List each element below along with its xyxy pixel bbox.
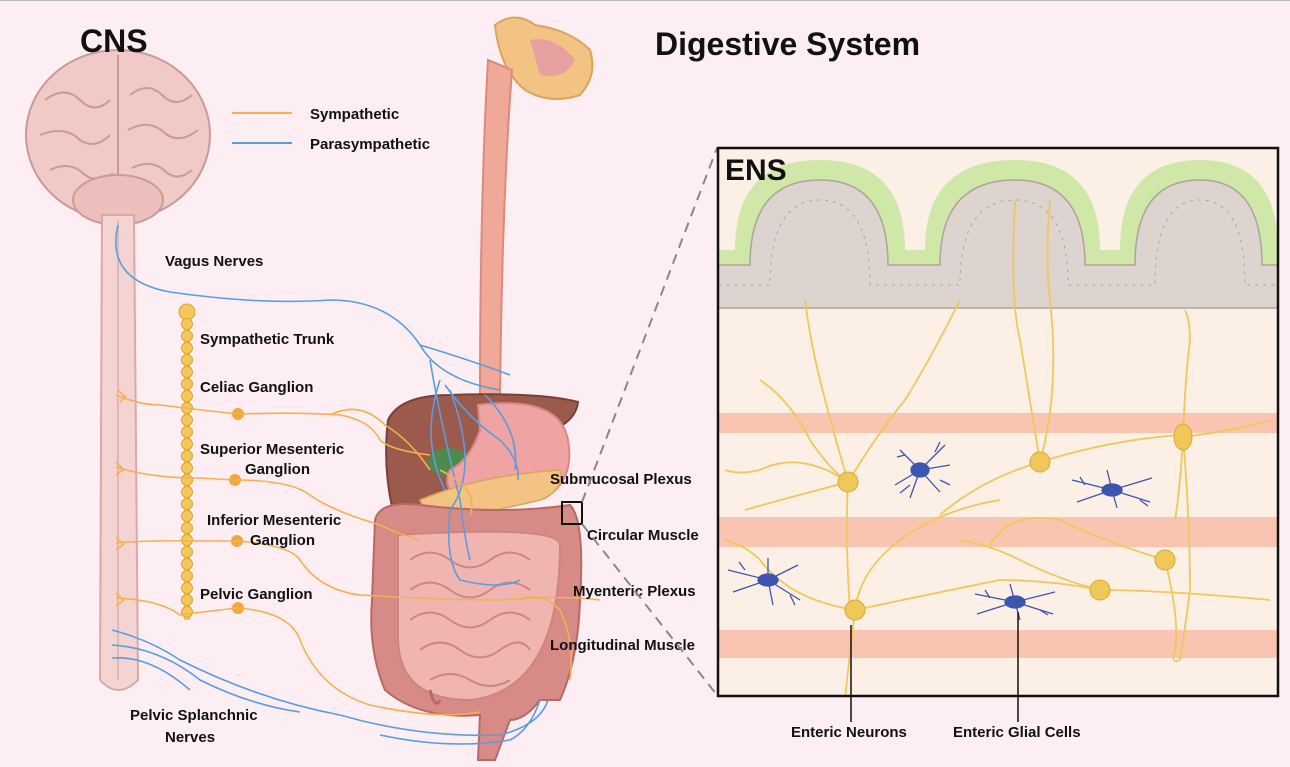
trunk-bead: [182, 379, 193, 390]
superior-mesenteric-label-line1: Superior Mesenteric: [200, 441, 344, 458]
enteric-neuron-5: [1090, 580, 1110, 600]
inferior-mesenteric-label-line1: Inferior Mesenteric: [207, 512, 341, 529]
enteric-neurons-label: Enteric Neurons: [791, 724, 907, 741]
enteric-glial-cells-label: Enteric Glial Cells: [953, 724, 1081, 741]
enteric-neuron-6: [845, 600, 865, 620]
spinal-cord-illustration: [100, 215, 138, 690]
digestive-system-title: Digestive System: [655, 26, 920, 62]
superior-mesenteric-label-line2: Ganglion: [245, 461, 310, 478]
trunk-bead: [179, 304, 195, 320]
trunk-bead: [182, 439, 193, 450]
trunk-bead: [182, 319, 193, 330]
legend-sympathetic-label: Sympathetic: [310, 106, 399, 123]
ens-title: ENS: [725, 154, 787, 187]
pelvic-ganglion-label: Pelvic Ganglion: [200, 586, 313, 603]
trunk-bead: [182, 427, 193, 438]
trunk-bead: [182, 607, 193, 618]
epithelium-layer: [718, 180, 1278, 308]
enteric-neuron-2: [1030, 452, 1050, 472]
sympathetic-trunk-label: Sympathetic Trunk: [200, 331, 335, 348]
circular-muscle-band-1: [718, 413, 1278, 433]
enteric-neuron-1: [838, 472, 858, 492]
cns-title: CNS: [80, 23, 148, 59]
vagus-nerves-label: Vagus Nerves: [165, 253, 263, 270]
trunk-bead: [182, 487, 193, 498]
trunk-bead: [182, 499, 193, 510]
trunk-bead: [182, 547, 193, 558]
circular-muscle-band-2: [718, 517, 1278, 547]
submucosal-plexus-label: Submucosal Plexus: [550, 471, 692, 488]
trunk-bead: [182, 463, 193, 474]
circular-muscle-label: Circular Muscle: [587, 527, 699, 544]
enteric-neuron-4: [1155, 550, 1175, 570]
enteric-neuron-3: [1174, 424, 1192, 450]
trunk-bead: [182, 571, 193, 582]
legend-parasympathetic-label: Parasympathetic: [310, 136, 430, 153]
pelvic-splanchnic-label-line2: Nerves: [165, 729, 215, 746]
trunk-bead: [182, 355, 193, 366]
trunk-bead: [182, 475, 193, 486]
longitudinal-muscle-label: Longitudinal Muscle: [550, 637, 695, 654]
trunk-bead: [182, 511, 193, 522]
trunk-bead: [182, 595, 193, 606]
trunk-bead: [182, 391, 193, 402]
trunk-bead: [182, 367, 193, 378]
ens-panel: ENS: [718, 148, 1278, 722]
trunk-bead: [182, 451, 193, 462]
trunk-bead: [182, 583, 193, 594]
inferior-mesenteric-label-line2: Ganglion: [250, 532, 315, 549]
trunk-bead: [182, 523, 193, 534]
trunk-bead: [182, 415, 193, 426]
trunk-bead: [182, 343, 193, 354]
celiac-ganglion-label: Celiac Ganglion: [200, 379, 313, 396]
longitudinal-muscle-band: [718, 630, 1278, 658]
pelvic-splanchnic-label-line1: Pelvic Splanchnic: [130, 707, 258, 724]
trunk-bead: [182, 331, 193, 342]
trunk-bead: [182, 559, 193, 570]
